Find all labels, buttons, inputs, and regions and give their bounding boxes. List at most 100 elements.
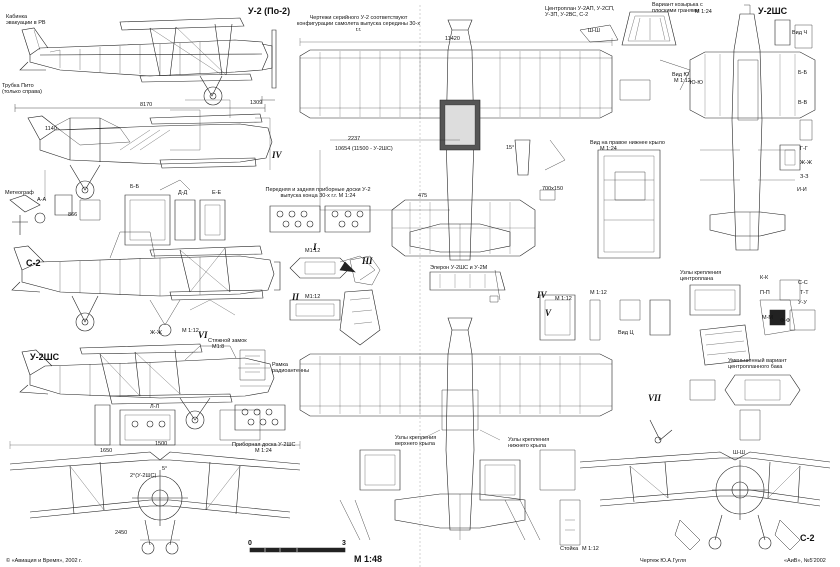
note-visor-variant: Вариант козырька с плоскими гранями	[652, 2, 703, 14]
section-shsh-front: Ш-Ш	[733, 450, 745, 456]
section-ll: Л-Л	[150, 404, 160, 410]
section-ii: И-И	[797, 187, 807, 193]
section-shsh: Ш-Ш	[588, 28, 600, 34]
note-centroplane-nodes: Узлы крепления центроплана	[680, 270, 722, 282]
dim-5deg: 5°	[162, 466, 168, 472]
note-instrument-panel-shs-scale: М 1:24	[255, 448, 272, 454]
u2shs-side-view	[19, 343, 275, 446]
section-vch: Вид Ч	[792, 30, 808, 36]
section-pp: П-П	[760, 290, 770, 296]
note-stand-strut: Стойка	[560, 546, 579, 552]
dim-10654: 10654 (11500 - У-2ШС)	[335, 146, 393, 152]
section-kk: К-К	[760, 275, 769, 281]
right-detail-sections	[774, 19, 813, 171]
note-visor-scale: М 1:24	[695, 9, 712, 15]
section-tt: Т-Т	[800, 290, 809, 296]
section-dd: Д-Д	[178, 190, 188, 196]
dim-15deg: 15°	[506, 145, 515, 151]
lower-wing-view	[391, 199, 536, 257]
dim-1140: 1140	[45, 126, 57, 132]
scale-ruler	[249, 547, 346, 553]
ruler-three: 3	[342, 540, 346, 547]
note-cabin: Кабинка эвакуации в РВ	[6, 14, 46, 26]
detail-iv: IV	[272, 150, 282, 160]
ruler-zero: 0	[248, 540, 252, 547]
note-view-yu: Вид Ю	[672, 72, 690, 78]
note-upper-wing-nodes: Узлы крепления верхнего крыла	[395, 435, 437, 447]
u2-front-view	[9, 441, 301, 555]
u2shs-top-view	[689, 4, 816, 251]
detail-iv-b: IV	[537, 290, 547, 300]
wing-node-details	[339, 449, 581, 546]
s2-side-view	[11, 231, 281, 337]
section-mm: М-М	[762, 315, 773, 321]
detail-ii: II	[292, 292, 300, 302]
title-u2shs-top: У-2ШС	[758, 6, 788, 16]
dim-1650: 1650	[100, 448, 113, 454]
section-zhzh-right: Ж-Ж	[800, 160, 812, 166]
scale-detail-iv: М 1:12	[555, 296, 572, 302]
section-aa: А-А	[37, 197, 47, 203]
scale-detail-vi: М 1:12	[182, 328, 199, 334]
scale-detail-i: М1:12	[305, 248, 321, 254]
note-view-ts: Вид Ц	[618, 330, 634, 336]
note-radio-rack: Рамка радиоантенны	[272, 362, 310, 374]
note-lower-wing-nodes: Узлы крепления нижнего крыла	[508, 437, 550, 449]
note-turnbuckle-scale: М1:8	[212, 344, 225, 350]
s2-front-view	[579, 451, 831, 551]
detail-i: I	[313, 242, 317, 252]
detail-iii: III	[362, 256, 373, 266]
section-ss: С-С	[798, 280, 808, 286]
section-bb-right: Б-Б	[798, 70, 808, 76]
title-s2-front: С-2	[800, 533, 815, 543]
dim-475: 475	[418, 193, 428, 199]
author: Чертеж Ю.А.Гугля	[640, 558, 687, 564]
section-uu: У-У	[798, 300, 807, 306]
title-u2shs-left: У-2ШС	[30, 352, 60, 362]
lower-top-view	[299, 317, 613, 540]
detail-vii: VII	[648, 393, 662, 403]
scale-detail-v: М 1:12	[590, 290, 607, 296]
detail-vi: VI	[198, 330, 208, 340]
section-zhzh: Ж-Ж	[150, 330, 162, 336]
section-zz: З-З	[800, 174, 809, 180]
section-ee: Е-Е	[212, 190, 222, 196]
section-gg: Г-Г	[800, 146, 808, 152]
title-s2: С-2	[26, 258, 41, 268]
section-bb: Б-Б	[130, 184, 140, 190]
dim-2237: 2237	[348, 136, 361, 142]
note-fuel-tank: Уменьшенный вариант центропланного бака	[728, 358, 787, 370]
u2-side-view-detailed	[14, 96, 275, 200]
u2-side-view	[19, 17, 277, 106]
strut-details	[494, 269, 673, 444]
instrument-panels	[269, 205, 506, 346]
dim-8170: 8170	[140, 102, 153, 108]
scale-detail-ii: М1:12	[305, 294, 321, 300]
section-vv: В-В	[798, 100, 808, 106]
scale-label: М 1:48	[354, 554, 383, 564]
u2-top-view	[299, 19, 613, 261]
note-stand-strut-scale: М 1:12	[582, 546, 599, 552]
note-centroplane: Центроплан У-2АП, У-2СП, У-3П, У-2ВС, С-…	[545, 6, 615, 18]
note-pitot: Трубка Пито (только справа)	[2, 83, 42, 95]
section-ff: Ф-Ф	[780, 318, 791, 324]
dim-700x150: 700х150	[542, 186, 564, 192]
detail-v: V	[545, 308, 552, 318]
dim-11420: 11420	[445, 36, 460, 42]
note-wing-bottom-scale: М 1:24	[600, 146, 617, 152]
centroplane-nodes	[649, 279, 816, 441]
dim-866: 866	[68, 212, 78, 218]
dim-2450: 2450	[115, 530, 128, 536]
issue: «АиВ», №5'2002	[784, 558, 826, 564]
note-instrument-panels: Передняя и задняя приборные доски У-2 вы…	[265, 187, 371, 199]
note-instrument-panel-shs: Приборная доска У-2ШС	[232, 442, 296, 448]
left-small-details	[9, 179, 226, 246]
title-u2: У-2 (По-2)	[248, 6, 291, 16]
copyright: © «Авиация и Время», 2002 г.	[6, 558, 82, 564]
note-view-yu-scale: М 1:12	[674, 78, 691, 84]
dim-1500: 1500	[155, 441, 168, 447]
section-yuyu: Ю-Ю	[690, 80, 703, 86]
visor-variant	[579, 11, 691, 101]
